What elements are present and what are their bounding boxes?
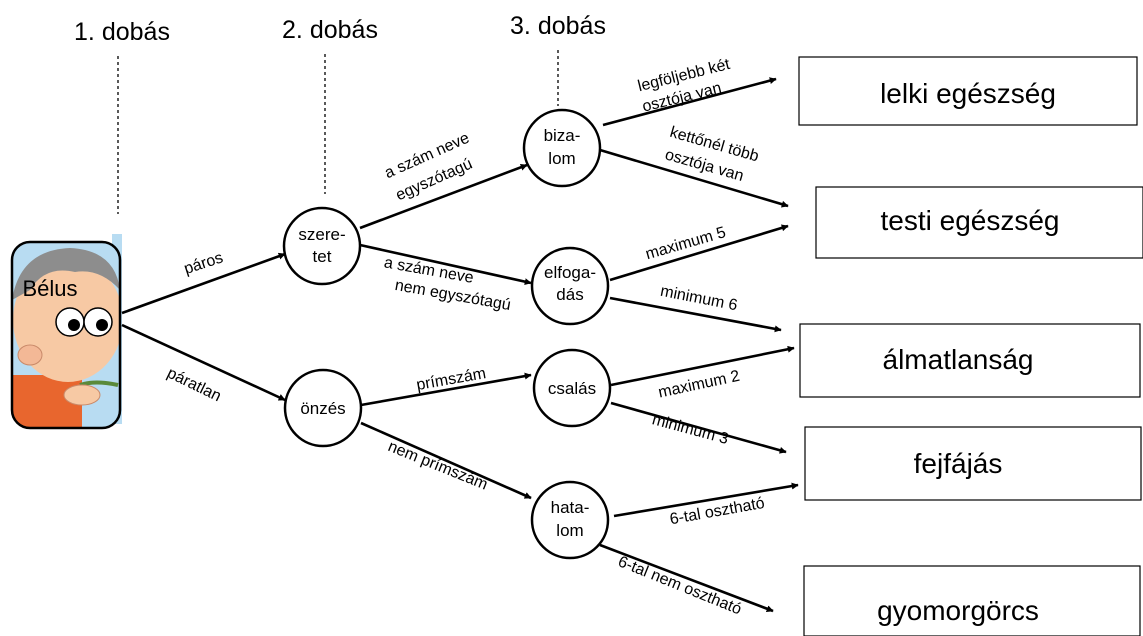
edge-primszam <box>360 372 532 407</box>
node-hatalom: hata- lom <box>530 480 610 560</box>
node-szeretet-line-1: szere- <box>298 225 345 244</box>
node-elfogadas: elfoga- dás <box>530 246 610 326</box>
edge-egyszotagu <box>359 163 528 230</box>
edge-minimum6 <box>609 296 782 333</box>
edge-label-paratlan: páratlan <box>164 365 223 406</box>
outcome-lelki-egeszseg: lelki egészség <box>798 56 1138 126</box>
edge-maximum5 <box>609 224 789 282</box>
node-csalas-label: csalás <box>548 379 596 398</box>
edge-kettonel-tobb <box>599 148 789 208</box>
outcome-label-almatlansag: álmatlanság <box>883 344 1034 375</box>
outcome-label-gyomorgorcs: gyomorgörcs <box>877 595 1039 626</box>
edge-nem-primszam <box>360 421 532 500</box>
header-throw-1: 1. dobás <box>74 18 170 46</box>
edge-minimum3 <box>610 401 787 454</box>
node-csalas: csalás <box>532 348 612 428</box>
header-throw-2: 2. dobás <box>282 16 378 44</box>
outcome-fejfajas: fejfájás <box>804 426 1142 501</box>
outcome-almatlansag: álmatlanság <box>799 323 1141 398</box>
outcome-label-lelki-egeszseg: lelki egészség <box>880 78 1056 109</box>
edge-hattal-nem-oszthato <box>599 543 774 613</box>
edge-nem-egyszotagu <box>359 243 532 286</box>
outcome-label-fejfajas: fejfájás <box>914 448 1003 479</box>
node-szeretet: szere- tet <box>282 206 362 286</box>
belus-character: Bélus <box>10 234 122 430</box>
node-bizalom-line-1: biza- <box>544 126 581 145</box>
edge-label-nem-primszam: nem prímszám <box>385 438 489 493</box>
node-elfogadas-line-1: elfoga- <box>544 263 596 282</box>
edge-label-minimum3: minimum 3 <box>650 411 730 448</box>
edge-paros <box>121 252 286 315</box>
node-hatalom-line-1: hata- <box>551 498 590 517</box>
node-onzes: önzés <box>283 368 363 448</box>
outcome-label-testi-egeszseg: testi egészség <box>881 205 1060 236</box>
character-name: Bélus <box>22 276 77 301</box>
header-throw-3: 3. dobás <box>510 12 606 40</box>
edge-label-hattal-nem-oszthato: 6-tal nem osztható <box>615 553 744 618</box>
character-frame <box>10 240 122 430</box>
node-bizalom-line-2: lom <box>548 149 575 168</box>
node-hatalom-line-2: lom <box>556 521 583 540</box>
outcome-testi-egeszseg: testi egészség <box>815 186 1143 259</box>
edge-paratlan <box>121 323 286 402</box>
edge-legfeljebb-ket <box>602 77 777 127</box>
edge-maximum2 <box>610 345 795 387</box>
edge-label-paros: páros <box>182 249 225 278</box>
node-onzes-label: önzés <box>300 399 345 418</box>
edge-hattal-oszthato <box>613 482 799 518</box>
node-elfogadas-line-2: dás <box>556 285 583 304</box>
node-bizalom: biza- lom <box>522 108 602 188</box>
node-szeretet-line-2: tet <box>313 247 332 266</box>
outcome-gyomorgorcs: gyomorgörcs <box>803 565 1141 636</box>
